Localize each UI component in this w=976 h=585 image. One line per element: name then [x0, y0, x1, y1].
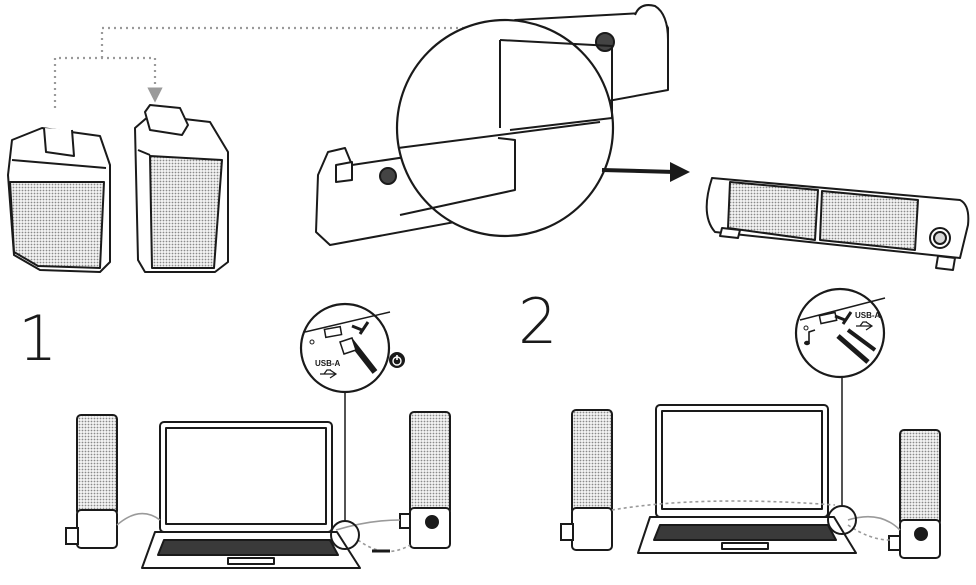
dotted-arrow	[53, 56, 163, 108]
arrow-left-icon	[834, 311, 853, 325]
step1-callout: USB-A	[299, 302, 391, 394]
step1-cables	[116, 512, 411, 553]
usb-symbol-icon	[320, 369, 338, 379]
step2-callout: USB-A	[794, 287, 886, 379]
step1-laptop	[141, 421, 361, 569]
step-2-number: 2	[518, 285, 557, 358]
step1-speaker-right	[399, 411, 451, 549]
arrow-left-icon	[351, 321, 370, 335]
usb-label: USB-A	[315, 359, 341, 368]
step2-speaker-left	[560, 409, 613, 551]
speaker-half-left	[7, 127, 111, 273]
assembled-soundbar	[705, 177, 970, 271]
usb-symbol-icon	[856, 321, 874, 331]
step2-speaker-right	[888, 429, 941, 559]
step-1-number: 1	[18, 302, 57, 375]
speaker-half-right	[134, 104, 229, 273]
usb-label: USB-A	[855, 311, 881, 320]
music-note-icon	[804, 329, 816, 346]
dotted-guides	[53, 26, 508, 146]
power-icon	[389, 352, 405, 368]
arrow-right	[601, 162, 690, 182]
step2-laptop	[637, 404, 857, 554]
magnifier-circle	[395, 18, 615, 238]
step1-speaker-left	[65, 414, 118, 549]
dotted-arrow	[100, 26, 508, 146]
step2-cables	[611, 500, 901, 541]
magnified-joint	[397, 39, 613, 216]
